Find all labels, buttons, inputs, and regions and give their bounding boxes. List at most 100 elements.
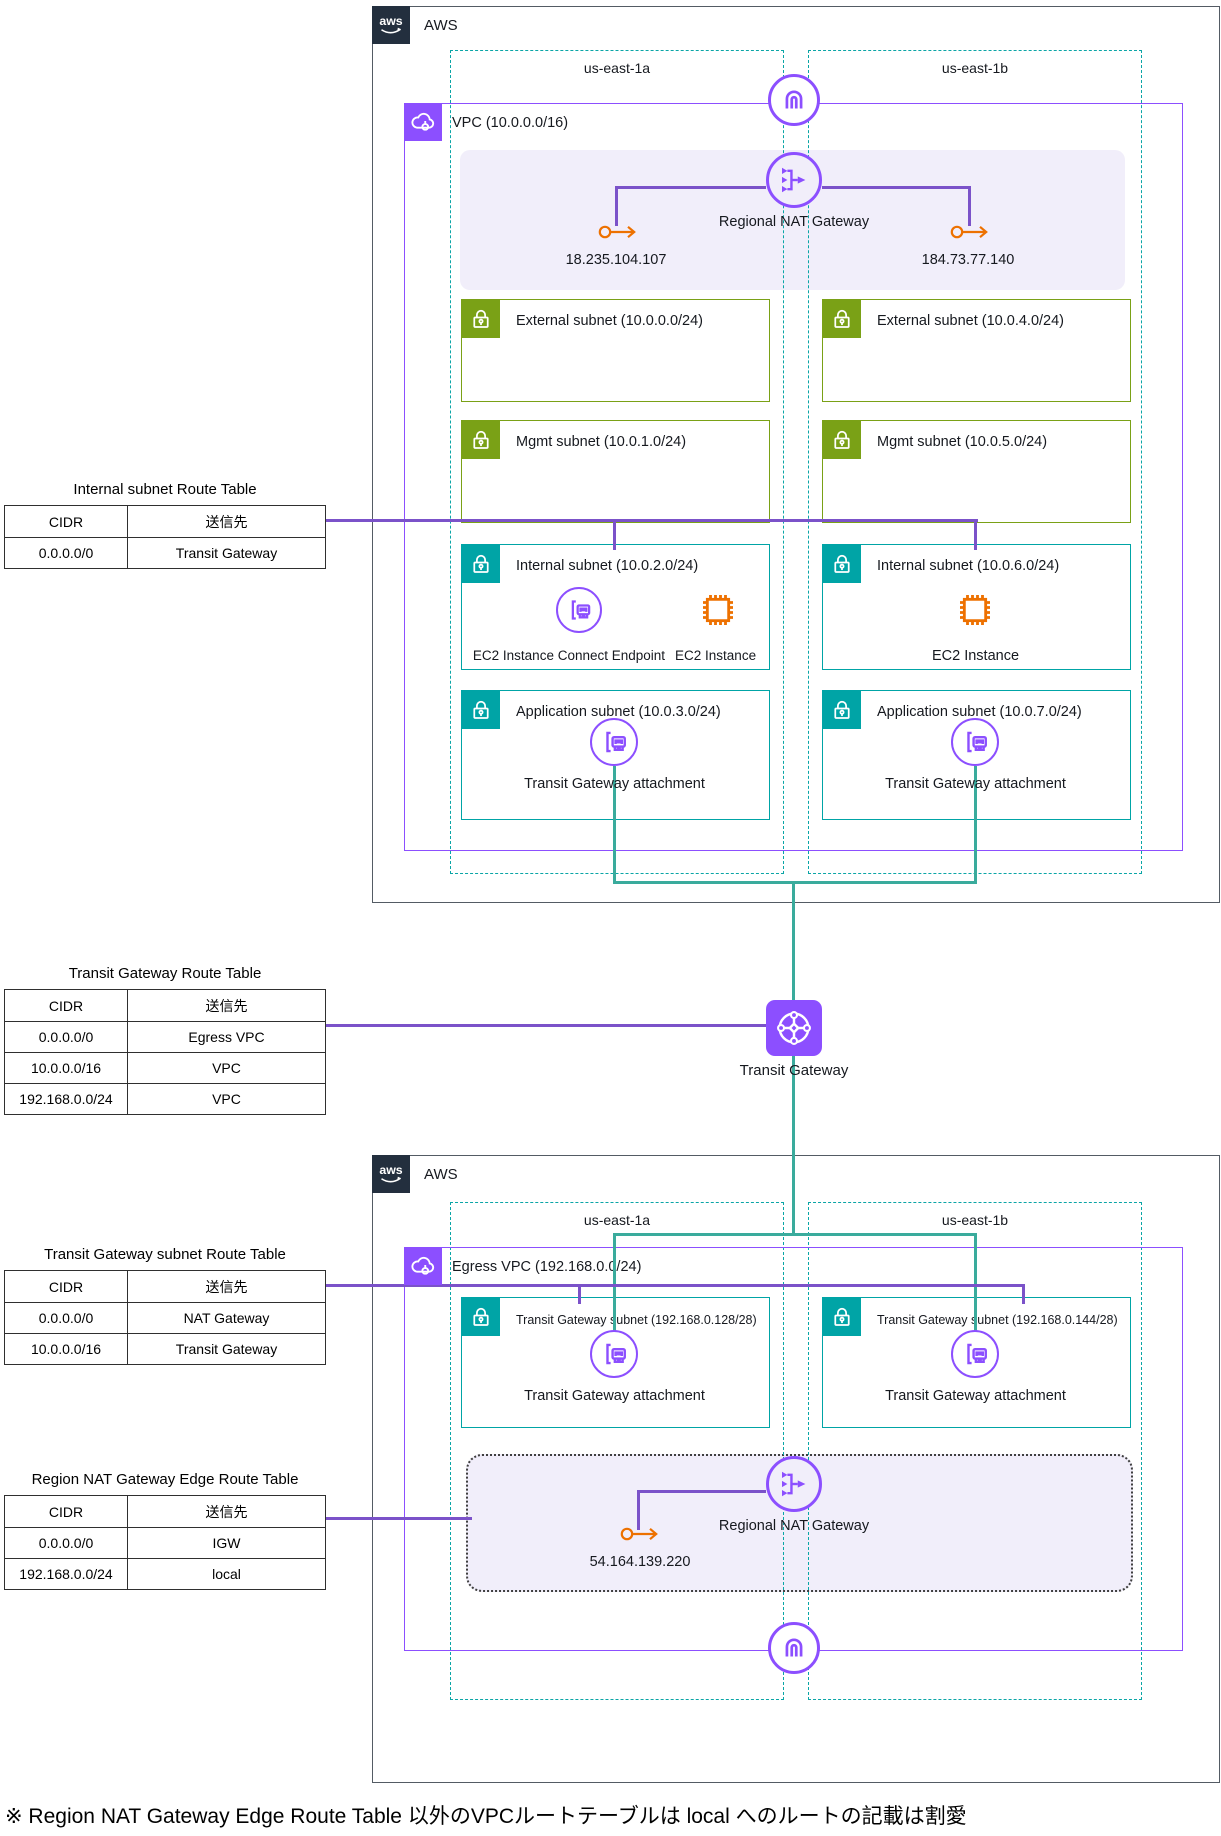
eice-label: EC2 Instance Connect Endpoint (472, 648, 666, 663)
connector-eip-b (968, 186, 971, 226)
connector-attach-a-down (613, 766, 616, 884)
col-dest: 送信先 (127, 1270, 326, 1303)
subnet-label: Internal subnet (10.0.2.0/24) (516, 558, 699, 574)
connector-tgw-down (792, 1056, 795, 1236)
tgw-attachment-label: Transit Gateway attachment (885, 776, 1066, 792)
subnet-mgmt-b: Mgmt subnet (10.0.5.0/24) (822, 420, 1131, 523)
subnet-label: Mgmt subnet (10.0.5.0/24) (877, 434, 1048, 450)
internet-gateway-icon (768, 1622, 820, 1674)
route-table-title: Transit Gateway subnet Route Table (44, 1246, 286, 1263)
lock-icon (823, 1298, 861, 1336)
connector-edge-route (326, 1517, 472, 1520)
route-table-nat-edge: Region NAT Gateway Edge Route Table CIDR… (4, 1471, 326, 1590)
lock-icon (462, 1298, 500, 1336)
route-table-title: Internal subnet Route Table (73, 481, 257, 498)
col-dest: 送信先 (127, 989, 326, 1022)
eip-address-a: 18.235.104.107 (565, 252, 667, 268)
vpc-icon (404, 103, 442, 141)
aws-cloud-label: AWS (424, 17, 458, 34)
connector-bottom-drop-a (613, 1233, 616, 1345)
lock-icon (823, 545, 861, 583)
aws-logo-icon (372, 6, 410, 44)
nat-gateway-icon (766, 1456, 822, 1512)
col-cidr: CIDR (4, 505, 128, 538)
connector-eip-bottom (637, 1490, 640, 1530)
col-cidr: CIDR (4, 989, 128, 1022)
tgw-attachment-label: Transit Gateway attachment (885, 1388, 1066, 1404)
aws-logo-icon (372, 1155, 410, 1193)
aws-cloud-top (372, 6, 1220, 903)
subnet-internal-a: Internal subnet (10.0.2.0/24) (461, 544, 770, 670)
subnet-label: External subnet (10.0.4.0/24) (877, 313, 1065, 329)
elastic-ip-icon (620, 1526, 660, 1547)
connector-internal-route-drop-a (613, 519, 616, 550)
lock-icon (823, 691, 861, 729)
connector-bottom-drop-b (974, 1233, 977, 1345)
eip-address-b: 184.73.77.140 (921, 252, 1015, 268)
transit-gateway-attachment-icon (951, 718, 999, 766)
transit-gateway-attachment-icon (951, 1330, 999, 1378)
subnet-label: External subnet (10.0.0.0/24) (516, 313, 704, 329)
subnet-label: Transit Gateway subnet (192.168.0.144/28… (877, 1313, 1118, 1327)
lock-icon (823, 300, 861, 338)
connector-attach-merge (613, 881, 977, 884)
connector-tgw-route (326, 1024, 766, 1027)
connector-eip-a (615, 186, 618, 226)
route-table-title: Region NAT Gateway Edge Route Table (31, 1471, 299, 1488)
footnote: ※ Region NAT Gateway Edge Route Table 以外… (5, 1805, 967, 1828)
tgw-attachment-label: Transit Gateway attachment (524, 776, 705, 792)
lock-icon (462, 300, 500, 338)
connector-internal-route (326, 519, 978, 522)
vpc-label: Egress VPC (192.168.0.0/24) (452, 1259, 642, 1275)
col-cidr: CIDR (4, 1495, 128, 1528)
internal-a-captions: EC2 Instance Connect Endpoint EC2 Instan… (461, 648, 768, 663)
subnet-internal-b: Internal subnet (10.0.6.0/24) (822, 544, 1131, 670)
connector-eip-b (822, 186, 971, 189)
az-label: us-east-1a (583, 1212, 651, 1228)
connector-attach-b-down (974, 766, 977, 884)
connector-bottom-split (613, 1233, 977, 1236)
vpc-icon (404, 1247, 442, 1285)
transit-gateway-label: Transit Gateway (739, 1062, 849, 1079)
connector-to-tgw (792, 881, 795, 1002)
subnet-label: Internal subnet (10.0.6.0/24) (877, 558, 1060, 574)
lock-icon (823, 421, 861, 459)
elastic-ip-icon (598, 224, 638, 245)
col-dest: 送信先 (127, 505, 326, 538)
az-label: us-east-1b (941, 60, 1009, 76)
connector-tgw-subnet-drop-a (578, 1284, 581, 1304)
subnet-external-a: External subnet (10.0.0.0/24) (461, 299, 770, 402)
subnet-label: Application subnet (10.0.3.0/24) (516, 704, 721, 720)
ec2-label: EC2 Instance (931, 648, 1020, 664)
connector-eip-a (615, 186, 766, 189)
nat-gateway-label: Regional NAT Gateway (718, 214, 870, 230)
connector-eip-bottom (637, 1490, 766, 1493)
subnet-mgmt-a: Mgmt subnet (10.0.1.0/24) (461, 420, 770, 523)
subnet-label: Application subnet (10.0.7.0/24) (877, 704, 1082, 720)
connector-internal-route-drop-b (974, 519, 977, 550)
subnet-label: Mgmt subnet (10.0.1.0/24) (516, 434, 687, 450)
elastic-ip-icon (950, 224, 990, 245)
lock-icon (462, 691, 500, 729)
transit-gateway-attachment-icon (590, 718, 638, 766)
az-label: us-east-1b (941, 1212, 1009, 1228)
az-us-east-1a-bottom: us-east-1a (450, 1202, 784, 1700)
ec2-instance-connect-endpoint-icon (556, 587, 602, 633)
subnet-external-b: External subnet (10.0.4.0/24) (822, 299, 1131, 402)
ec2-instance-icon (698, 590, 738, 635)
eip-address-bottom: 54.164.139.220 (589, 1554, 691, 1570)
col-dest: 送信先 (127, 1495, 326, 1528)
tgw-attachment-label: Transit Gateway attachment (524, 1388, 705, 1404)
subnet-label: Transit Gateway subnet (192.168.0.128/28… (516, 1313, 757, 1327)
col-cidr: CIDR (4, 1270, 128, 1303)
